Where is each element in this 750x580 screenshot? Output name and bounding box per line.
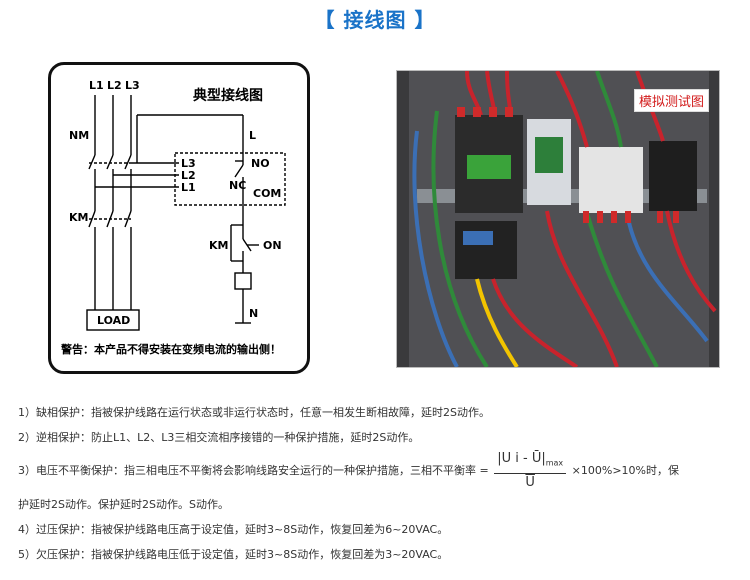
- feature-item: 1）缺相保护：指被保护线路在运行状态或非运行状态时，任意一相发生断相故障，延时2…: [18, 406, 490, 419]
- label-km: KM: [69, 211, 88, 224]
- label-load: LOAD: [97, 314, 130, 327]
- page-title: 【 接线图 】: [314, 8, 436, 32]
- formula-numerator: |U i - Ū|max: [494, 450, 567, 474]
- label-on: ON: [263, 239, 282, 252]
- feature-text: ×100%>10%时，保: [571, 463, 679, 477]
- label-in-l2: L2: [181, 169, 196, 182]
- feature-item: 4）过压保护：指被保护线路电压高于设定值，延时3~8S动作，恢复回差为6~20V…: [18, 522, 449, 536]
- feature-item: 5）欠压保护：指被保护线路电压低于设定值，延时3~8S动作，恢复回差为3~20V…: [18, 547, 449, 561]
- test-photo: 模拟测试图: [396, 70, 720, 368]
- feature-item: 2）逆相保护：防止L1、L2、L3三相交流相序接错的一种保护措施，延时2S动作。: [18, 431, 420, 444]
- label-l3: L3: [125, 79, 140, 92]
- label-l1: L1: [89, 79, 104, 92]
- wiring-photo-illustration: [397, 71, 719, 367]
- label-com: COM: [253, 187, 281, 200]
- formula-denominator: U: [525, 474, 535, 490]
- feature-continuation: 护延时2S动作。保护延时2S动作。S动作。: [18, 497, 229, 511]
- label-l: L: [249, 129, 256, 142]
- label-nm: NM: [69, 129, 89, 142]
- feature-text: 3）电压不平衡保护：指三相电压不平衡将会影响线路安全运行的一种保护措施，三相不平…: [18, 463, 489, 477]
- feature-item: 3）电压不平衡保护：指三相电压不平衡将会影响线路安全运行的一种保护措施，三相不平…: [18, 450, 733, 492]
- label-nc: NC: [229, 179, 246, 192]
- label-km-coil: KM: [209, 239, 228, 252]
- photo-label: 模拟测试图: [633, 89, 709, 112]
- label-in-l1: L1: [181, 181, 196, 194]
- diagram-title: 典型接线图: [193, 88, 263, 104]
- label-no: NO: [251, 157, 270, 170]
- unbalance-formula: |U i - Ū|max U: [494, 450, 567, 492]
- wiring-schematic: L1 L2 L3 NM KM L3 L2 L1 L NO NC COM KM O…: [69, 79, 286, 331]
- label-l2: L2: [107, 79, 122, 92]
- warning-text: 警告：本产品不得安装在变频电流的输出侧！: [61, 343, 281, 356]
- label-n: N: [249, 307, 258, 320]
- wiring-diagram: 典型接线图: [48, 62, 310, 374]
- feature-list: 1）缺相保护：指被保护线路在运行状态或非运行状态时，任意一相发生断相故障，延时2…: [18, 400, 733, 567]
- label-in-l3: L3: [181, 157, 196, 170]
